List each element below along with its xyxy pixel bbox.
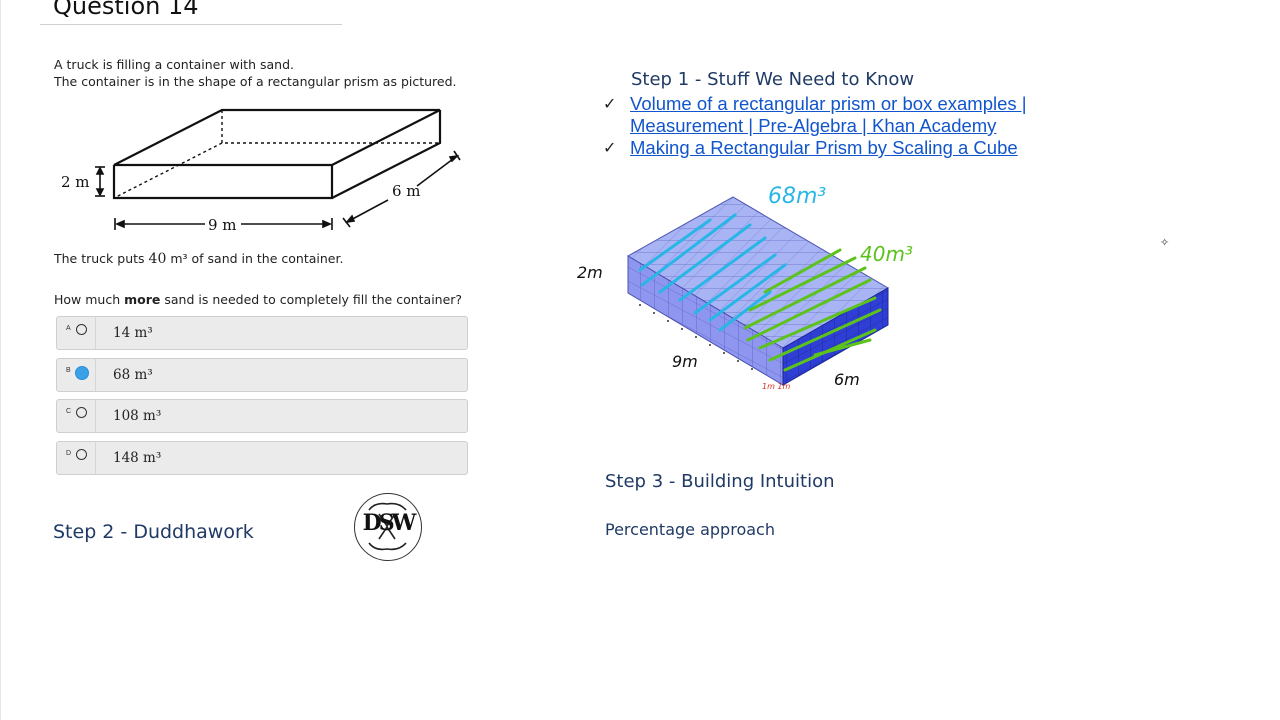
choice-letter: B [66,367,71,374]
choice-letter: C [66,408,72,415]
choice-text: 148 m³ [113,450,162,466]
choice-letter: A [66,325,71,332]
step3-subtitle: Percentage approach [605,520,775,539]
question-title: Question 14 [53,0,199,20]
question-line-1: A truck is filling a container with sand… [54,57,294,72]
title-underline [40,24,342,25]
truck-amount: 40 [148,251,167,267]
annotation-68: 68m³ [768,184,827,209]
logo-text: DSW [362,510,417,536]
width-label: 6 m [392,182,421,200]
container-prism-figure: 2 m 9 m 6 m [61,108,461,234]
choice-text: 108 m³ [113,408,162,424]
page-edge [0,0,1,720]
choice-divider [95,442,96,474]
step2-title: Step 2 - Duddhawork [53,521,254,543]
logo-ornament-icon [368,502,407,551]
truck-unit: m³ [170,251,188,266]
khan-volume-link[interactable]: Volume of a rectangular prism or box exa… [630,93,1027,137]
choice-divider [95,317,96,349]
link-line-2[interactable]: Measurement | Pre-Algebra | Khan Academy [630,115,997,136]
choice-d[interactable]: D 148 m³ [56,441,468,475]
choice-divider [95,359,96,391]
ask-bold: more [124,292,161,307]
link-line-1[interactable]: Volume of a rectangular prism or box exa… [630,93,1027,114]
height-label: 2 m [61,173,90,191]
check-icon: ✓ [603,96,617,113]
ask-suffix: sand is needed to completely fill the co… [164,292,463,307]
truck-sentence: The truck puts 40 m³ of sand in the cont… [54,251,343,267]
dsw-logo: DSW [354,493,422,561]
radio-button-c[interactable] [76,407,87,418]
choice-divider [95,400,96,432]
scaling-cube-link[interactable]: Making a Rectangular Prism by Scaling a … [630,137,1018,158]
choice-text: 68 m³ [113,367,153,383]
radio-button-a[interactable] [76,324,87,335]
choice-a[interactable]: A 14 m³ [56,316,468,350]
length-label: 9 m [208,216,237,234]
radio-button-d[interactable] [76,449,87,460]
annotation-6m: 6m [834,370,860,389]
annotation-2m: 2m [577,263,603,282]
radio-button-b-selected[interactable] [75,366,89,380]
step1-title: Step 1 - Stuff We Need to Know [631,69,915,90]
annotation-40: 40m³ [860,242,913,266]
annotation-1m: 1m 1m [762,382,791,391]
question-line-2: The container is in the shape of a recta… [54,74,457,89]
truck-prefix: The truck puts [54,251,145,266]
check-icon: ✓ [603,140,617,157]
cursor-crosshair-icon: ✧ [1160,237,1170,249]
step3-title: Step 3 - Building Intuition [605,471,835,492]
choice-b[interactable]: B 68 m³ [56,358,468,392]
truck-suffix: of sand in the container. [191,251,344,266]
question-ask: How much more sand is needed to complete… [54,292,462,307]
annotation-9m: 9m [672,352,698,371]
cube-block-sketch [627,196,889,386]
choice-c[interactable]: C 108 m³ [56,399,468,433]
choice-text: 14 m³ [113,325,153,341]
ask-prefix: How much [54,292,121,307]
choice-letter: D [66,450,72,457]
